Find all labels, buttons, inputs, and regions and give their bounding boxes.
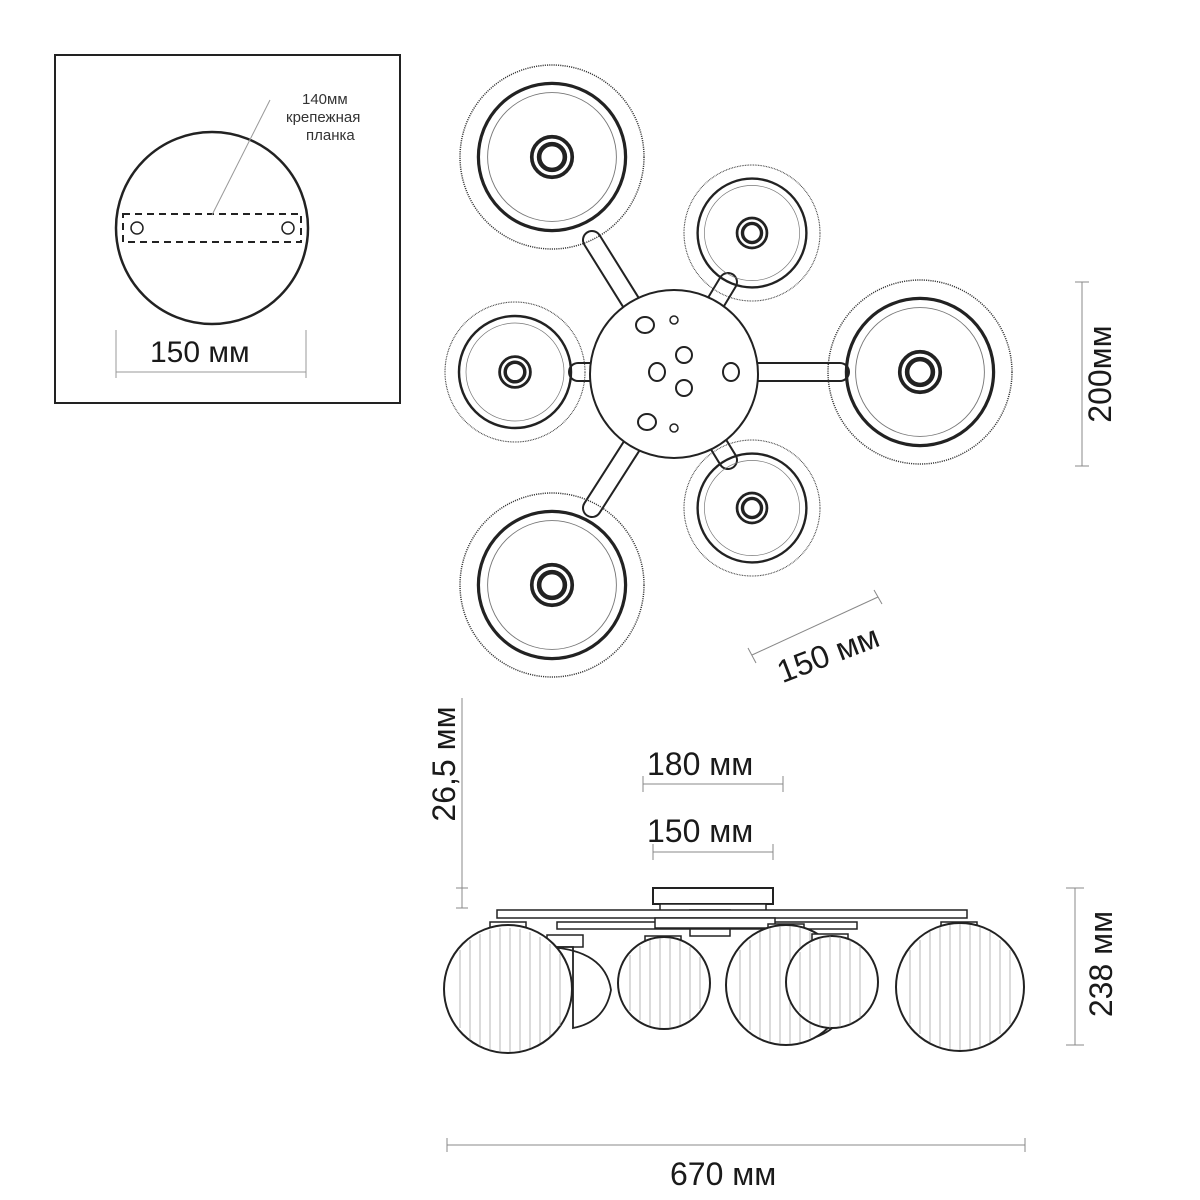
dimension-26-5mm <box>456 698 468 909</box>
dimension-238mm <box>1066 887 1084 1046</box>
side-canopy-inner-label: 150 мм <box>647 813 754 849</box>
dimension-200mm <box>1075 281 1089 467</box>
dimension-150mm-tilted <box>747 589 883 664</box>
top-shade-lower-right <box>682 438 822 578</box>
inset-note-line-1: 140мм <box>302 91 348 108</box>
top-view <box>443 65 1089 677</box>
top-shade-lower-left <box>460 493 644 677</box>
side-canopy-outer-label: 180 мм <box>647 746 754 782</box>
top-shade-right <box>828 280 1012 464</box>
side-view <box>443 698 1084 1152</box>
side-shade-center <box>617 935 711 1030</box>
side-shade-large-right <box>895 921 1025 1052</box>
mounting-plate-inset <box>54 54 401 404</box>
top-view-canopy <box>589 289 759 459</box>
top-shade-upper-right <box>682 163 822 303</box>
side-shade-large-left <box>443 921 573 1054</box>
dimension-670mm <box>446 1138 1026 1152</box>
side-shade-small-right <box>785 933 879 1029</box>
side-drop-label: 26,5 мм <box>426 706 462 822</box>
dimension-180mm <box>642 776 784 792</box>
top-height-label: 200мм <box>1082 325 1118 423</box>
inset-note-line-2: крепежная <box>286 109 361 126</box>
side-shade-back-left <box>546 934 612 1030</box>
side-width-label: 670 мм <box>670 1156 777 1192</box>
dimension-150mm-canopy <box>652 844 774 860</box>
side-height-label: 238 мм <box>1083 910 1119 1018</box>
top-shade-left <box>443 300 587 444</box>
inset-note-line-3: планка <box>306 127 355 144</box>
inset-diameter-label: 150 мм <box>150 336 250 369</box>
top-shade-upper-left <box>460 65 644 249</box>
side-arms <box>496 909 968 930</box>
